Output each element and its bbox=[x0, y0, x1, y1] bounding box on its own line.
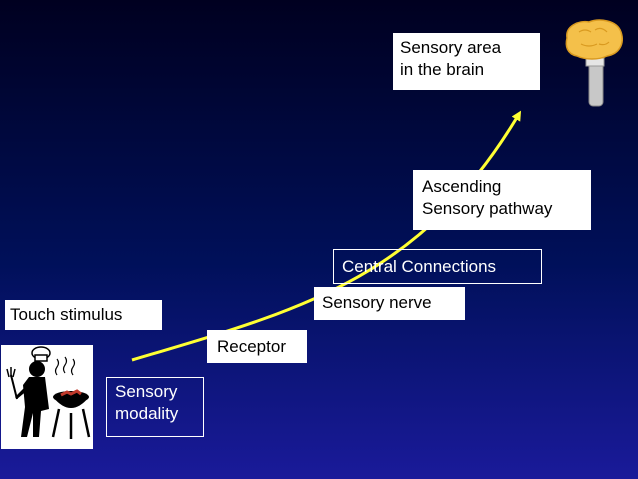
label-sensory-nerve: Sensory nerve bbox=[314, 287, 465, 320]
ascending-line2: Sensory pathway bbox=[422, 199, 553, 218]
brain-line1: Sensory area bbox=[400, 38, 502, 57]
label-sensory-modality: Sensory modality bbox=[106, 377, 204, 437]
ascending-line1: Ascending bbox=[422, 177, 502, 196]
label-sensory-area-brain: Sensory area in the brain bbox=[393, 33, 540, 90]
chef-grilling-icon bbox=[1, 345, 93, 449]
label-touch-stimulus: Touch stimulus bbox=[5, 300, 162, 330]
brain-icon bbox=[565, 19, 623, 107]
label-ascending-pathway: Ascending Sensory pathway bbox=[413, 170, 591, 230]
sensory-nerve-text: Sensory nerve bbox=[322, 293, 432, 312]
sensory-modality-line1: Sensory bbox=[115, 382, 178, 401]
label-receptor: Receptor bbox=[207, 330, 307, 363]
sensory-modality-line2: modality bbox=[115, 404, 179, 423]
brain-line2: in the brain bbox=[400, 60, 485, 79]
label-central-connections: Central Connections bbox=[333, 249, 542, 284]
receptor-text: Receptor bbox=[217, 337, 286, 356]
central-connections-text: Central Connections bbox=[342, 257, 497, 276]
touch-stimulus-text: Touch stimulus bbox=[10, 305, 123, 324]
